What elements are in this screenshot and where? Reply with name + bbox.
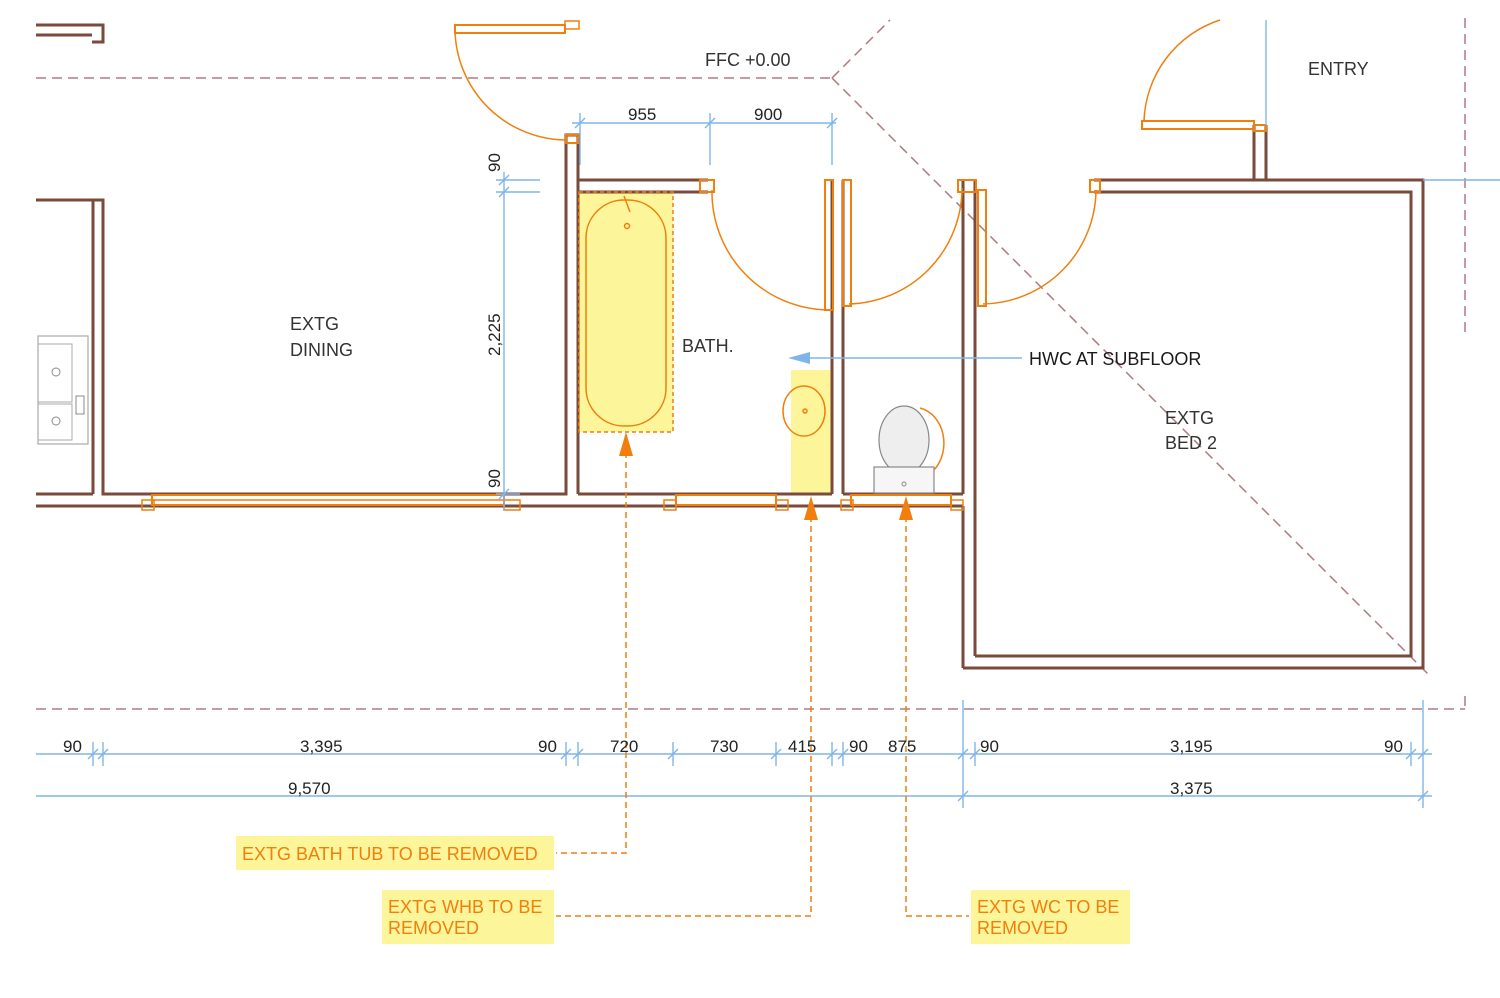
dim-b-90-d: 90 [980,737,999,756]
dim-b-90-b: 90 [538,737,557,756]
dim-955: 955 [628,105,656,124]
dim-b-90-a: 90 [63,737,82,756]
dim-b-90-e: 90 [1384,737,1403,756]
entry-label: ENTRY [1308,59,1369,79]
dim-b-3195: 3,195 [1170,737,1213,756]
bath-tub-highlight [579,192,673,432]
dining-label-line1: EXTG [290,314,339,334]
reference-lines [36,18,1466,710]
openings [141,19,1267,511]
dim-v-2225: 2,225 [485,313,504,356]
dim-b-730: 730 [710,737,738,756]
wash-basin [782,385,826,437]
bath-label: BATH. [682,336,734,356]
ffc-level-label: FFC +0.00 [705,50,791,70]
note-bath-tub: EXTG BATH TUB TO BE REMOVED [242,844,538,864]
note-whb-highlight [382,890,554,944]
note-wc-line1: EXTG WC TO BE [977,897,1119,917]
note-leaders [556,432,969,917]
hwc-label: HWC AT SUBFLOOR [1029,349,1201,369]
toilet [878,405,930,475]
note-bath-highlight [236,836,554,870]
dim-v-90-top: 90 [485,153,504,172]
dim-b-875: 875 [888,737,916,756]
dim-total-9570: 9,570 [288,779,331,798]
whb-highlight [791,370,831,493]
dim-b-415: 415 [788,737,816,756]
dim-total-3375: 3,375 [1170,779,1213,798]
dim-b-3395: 3,395 [300,737,343,756]
dim-900: 900 [754,105,782,124]
dimension-lines [36,20,1500,808]
dining-label-line2: DINING [290,340,353,360]
note-whb-line1: EXTG WHB TO BE [388,897,542,917]
dim-ticks [87,700,1429,808]
note-whb-line2: REMOVED [388,918,479,938]
bed2-label-line2: BED 2 [1165,433,1217,453]
bed2-label-line1: EXTG [1165,408,1214,428]
dim-b-90-c: 90 [849,737,868,756]
dim-v-90-bottom: 90 [485,469,504,488]
dim-b-720: 720 [610,737,638,756]
note-wc-line2: REMOVED [977,918,1068,938]
note-wc-highlight [971,890,1130,944]
